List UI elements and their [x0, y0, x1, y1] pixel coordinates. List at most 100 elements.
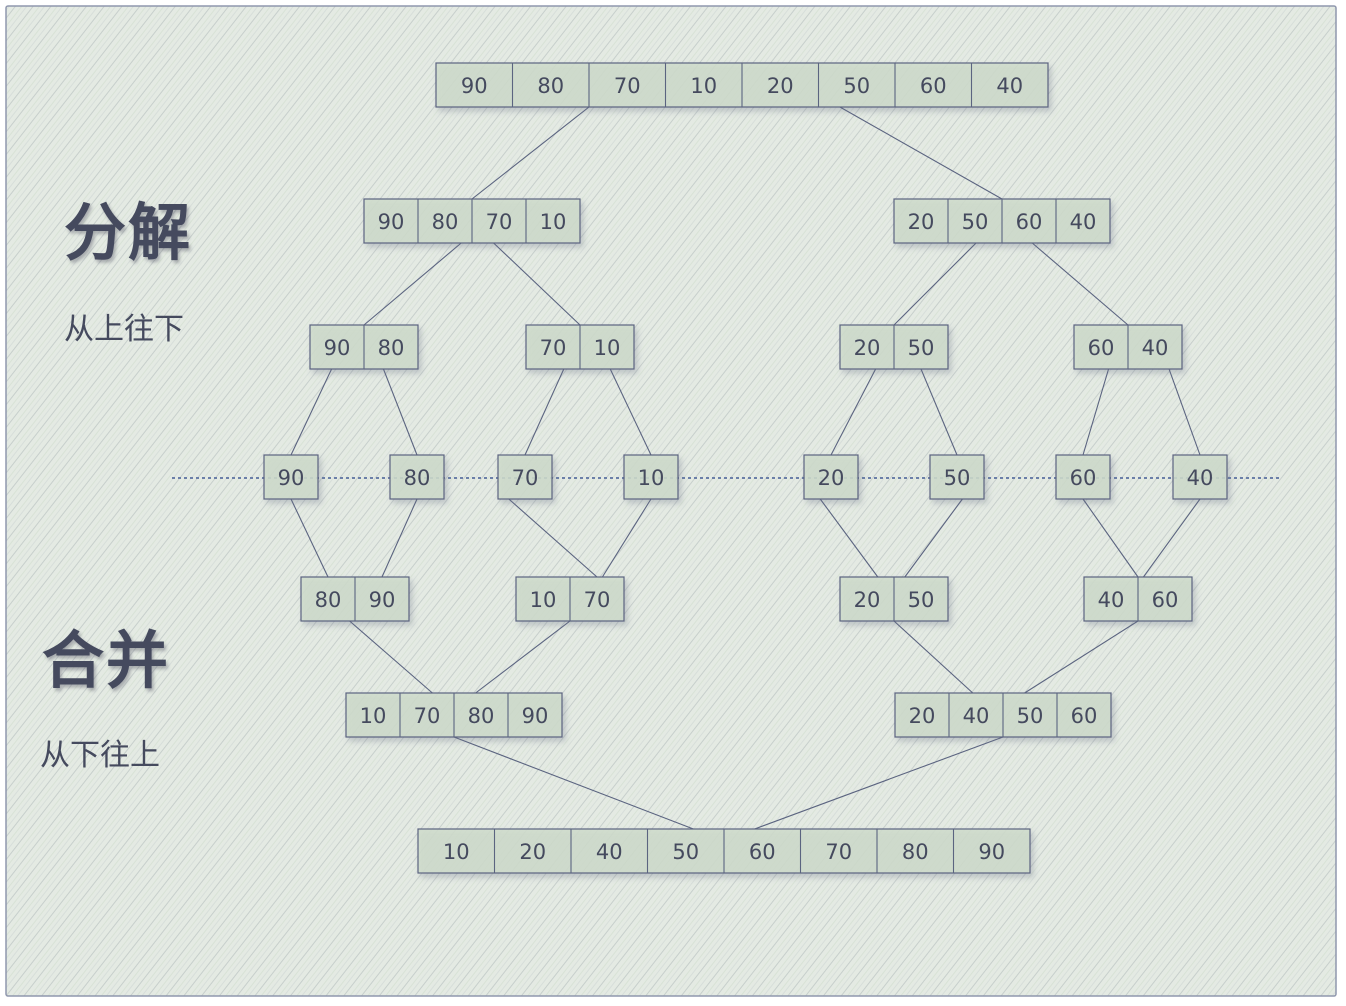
decompose-title: 分解 [64, 196, 193, 269]
array-cell-value: 90 [369, 588, 396, 612]
array-node-singles-2: 70 [497, 454, 553, 500]
array-node-split-1-1: 20 50 60 40 [893, 198, 1111, 244]
diagram-background [5, 5, 1337, 997]
array-cell-value: 90 [278, 466, 305, 490]
array-cell-value: 90 [522, 704, 549, 728]
connector-line [1024, 620, 1139, 694]
array-node-singles-1: 80 [389, 454, 445, 500]
connector-line [1082, 498, 1139, 578]
connector-line [1168, 368, 1201, 456]
connector-line [754, 736, 1004, 830]
array-cell-value: 10 [638, 466, 665, 490]
array-cell-value: 70 [614, 74, 641, 98]
array-cell-value: 10 [594, 336, 621, 360]
array-cell-value: 90 [378, 210, 405, 234]
connector-line [493, 242, 581, 326]
connector-line [893, 620, 974, 694]
array-node-singles-4: 20 [803, 454, 859, 500]
connector-line [471, 106, 590, 200]
connector-line [601, 498, 652, 578]
array-box [1172, 454, 1228, 500]
array-cell-value: 40 [1142, 336, 1169, 360]
array-cell-value: 70 [512, 466, 539, 490]
array-node-singles-3: 10 [623, 454, 679, 500]
array-cell-value: 40 [596, 840, 623, 864]
connector-lines [290, 106, 1201, 830]
connector-line [453, 736, 694, 830]
connector-line [609, 368, 652, 456]
connector-line [475, 620, 571, 694]
array-cell-value: 10 [360, 704, 387, 728]
array-node-merge-1-1: 10 70 [515, 576, 625, 622]
connector-line [363, 242, 462, 326]
connector-line [819, 498, 879, 578]
array-node-singles-5: 50 [929, 454, 985, 500]
array-cell-value: 80 [432, 210, 459, 234]
array-cell-value: 80 [404, 466, 431, 490]
array-cell-value: 20 [818, 466, 845, 490]
array-cell-value: 60 [1016, 210, 1043, 234]
connector-line [290, 368, 333, 456]
array-cell-value: 50 [843, 74, 870, 98]
array-cell-value: 80 [315, 588, 342, 612]
connector-line [893, 242, 977, 326]
array-cell-value: 50 [962, 210, 989, 234]
array-cell-value: 60 [1071, 704, 1098, 728]
merge-subtitle: 从下往上 [40, 738, 160, 773]
array-cell-value: 50 [908, 588, 935, 612]
array-cell-value: 20 [854, 588, 881, 612]
array-cell-value: 10 [443, 840, 470, 864]
array-node-singles-0: 90 [263, 454, 319, 500]
array-cell-value: 80 [537, 74, 564, 98]
array-cell-value: 80 [902, 840, 929, 864]
array-cell-value: 40 [1070, 210, 1097, 234]
array-cell-value: 70 [584, 588, 611, 612]
array-box [623, 454, 679, 500]
array-cell-value: 50 [1017, 704, 1044, 728]
array-box [1055, 454, 1111, 500]
array-cell-value: 90 [461, 74, 488, 98]
array-cell-value: 20 [519, 840, 546, 864]
array-cell-value: 80 [468, 704, 495, 728]
connector-line [508, 498, 598, 578]
array-cell-value: 50 [672, 840, 699, 864]
array-cell-value: 60 [749, 840, 776, 864]
array-box [803, 454, 859, 500]
array-cell-value: 40 [1187, 466, 1214, 490]
array-box [929, 454, 985, 500]
array-node-singles-6: 60 [1055, 454, 1111, 500]
array-cell-value: 20 [908, 210, 935, 234]
connector-line [381, 498, 418, 578]
array-node-singles-7: 40 [1172, 454, 1228, 500]
array-cell-value: 90 [324, 336, 351, 360]
array-cell-value: 20 [909, 704, 936, 728]
array-cell-value: 90 [978, 840, 1005, 864]
connector-line [920, 368, 958, 456]
connector-line [524, 368, 565, 456]
array-cell-value: 10 [530, 588, 557, 612]
array-cell-value: 50 [944, 466, 971, 490]
connector-line [1031, 242, 1129, 326]
array-cell-value: 60 [1152, 588, 1179, 612]
array-cell-value: 50 [908, 336, 935, 360]
array-cell-value: 70 [486, 210, 513, 234]
connector-line [349, 620, 433, 694]
array-cell-value: 60 [920, 74, 947, 98]
array-box [497, 454, 553, 500]
array-node-merge-1-0: 80 90 [300, 576, 410, 622]
connector-line [904, 498, 963, 578]
array-cell-value: 20 [854, 336, 881, 360]
connector-line [382, 368, 418, 456]
